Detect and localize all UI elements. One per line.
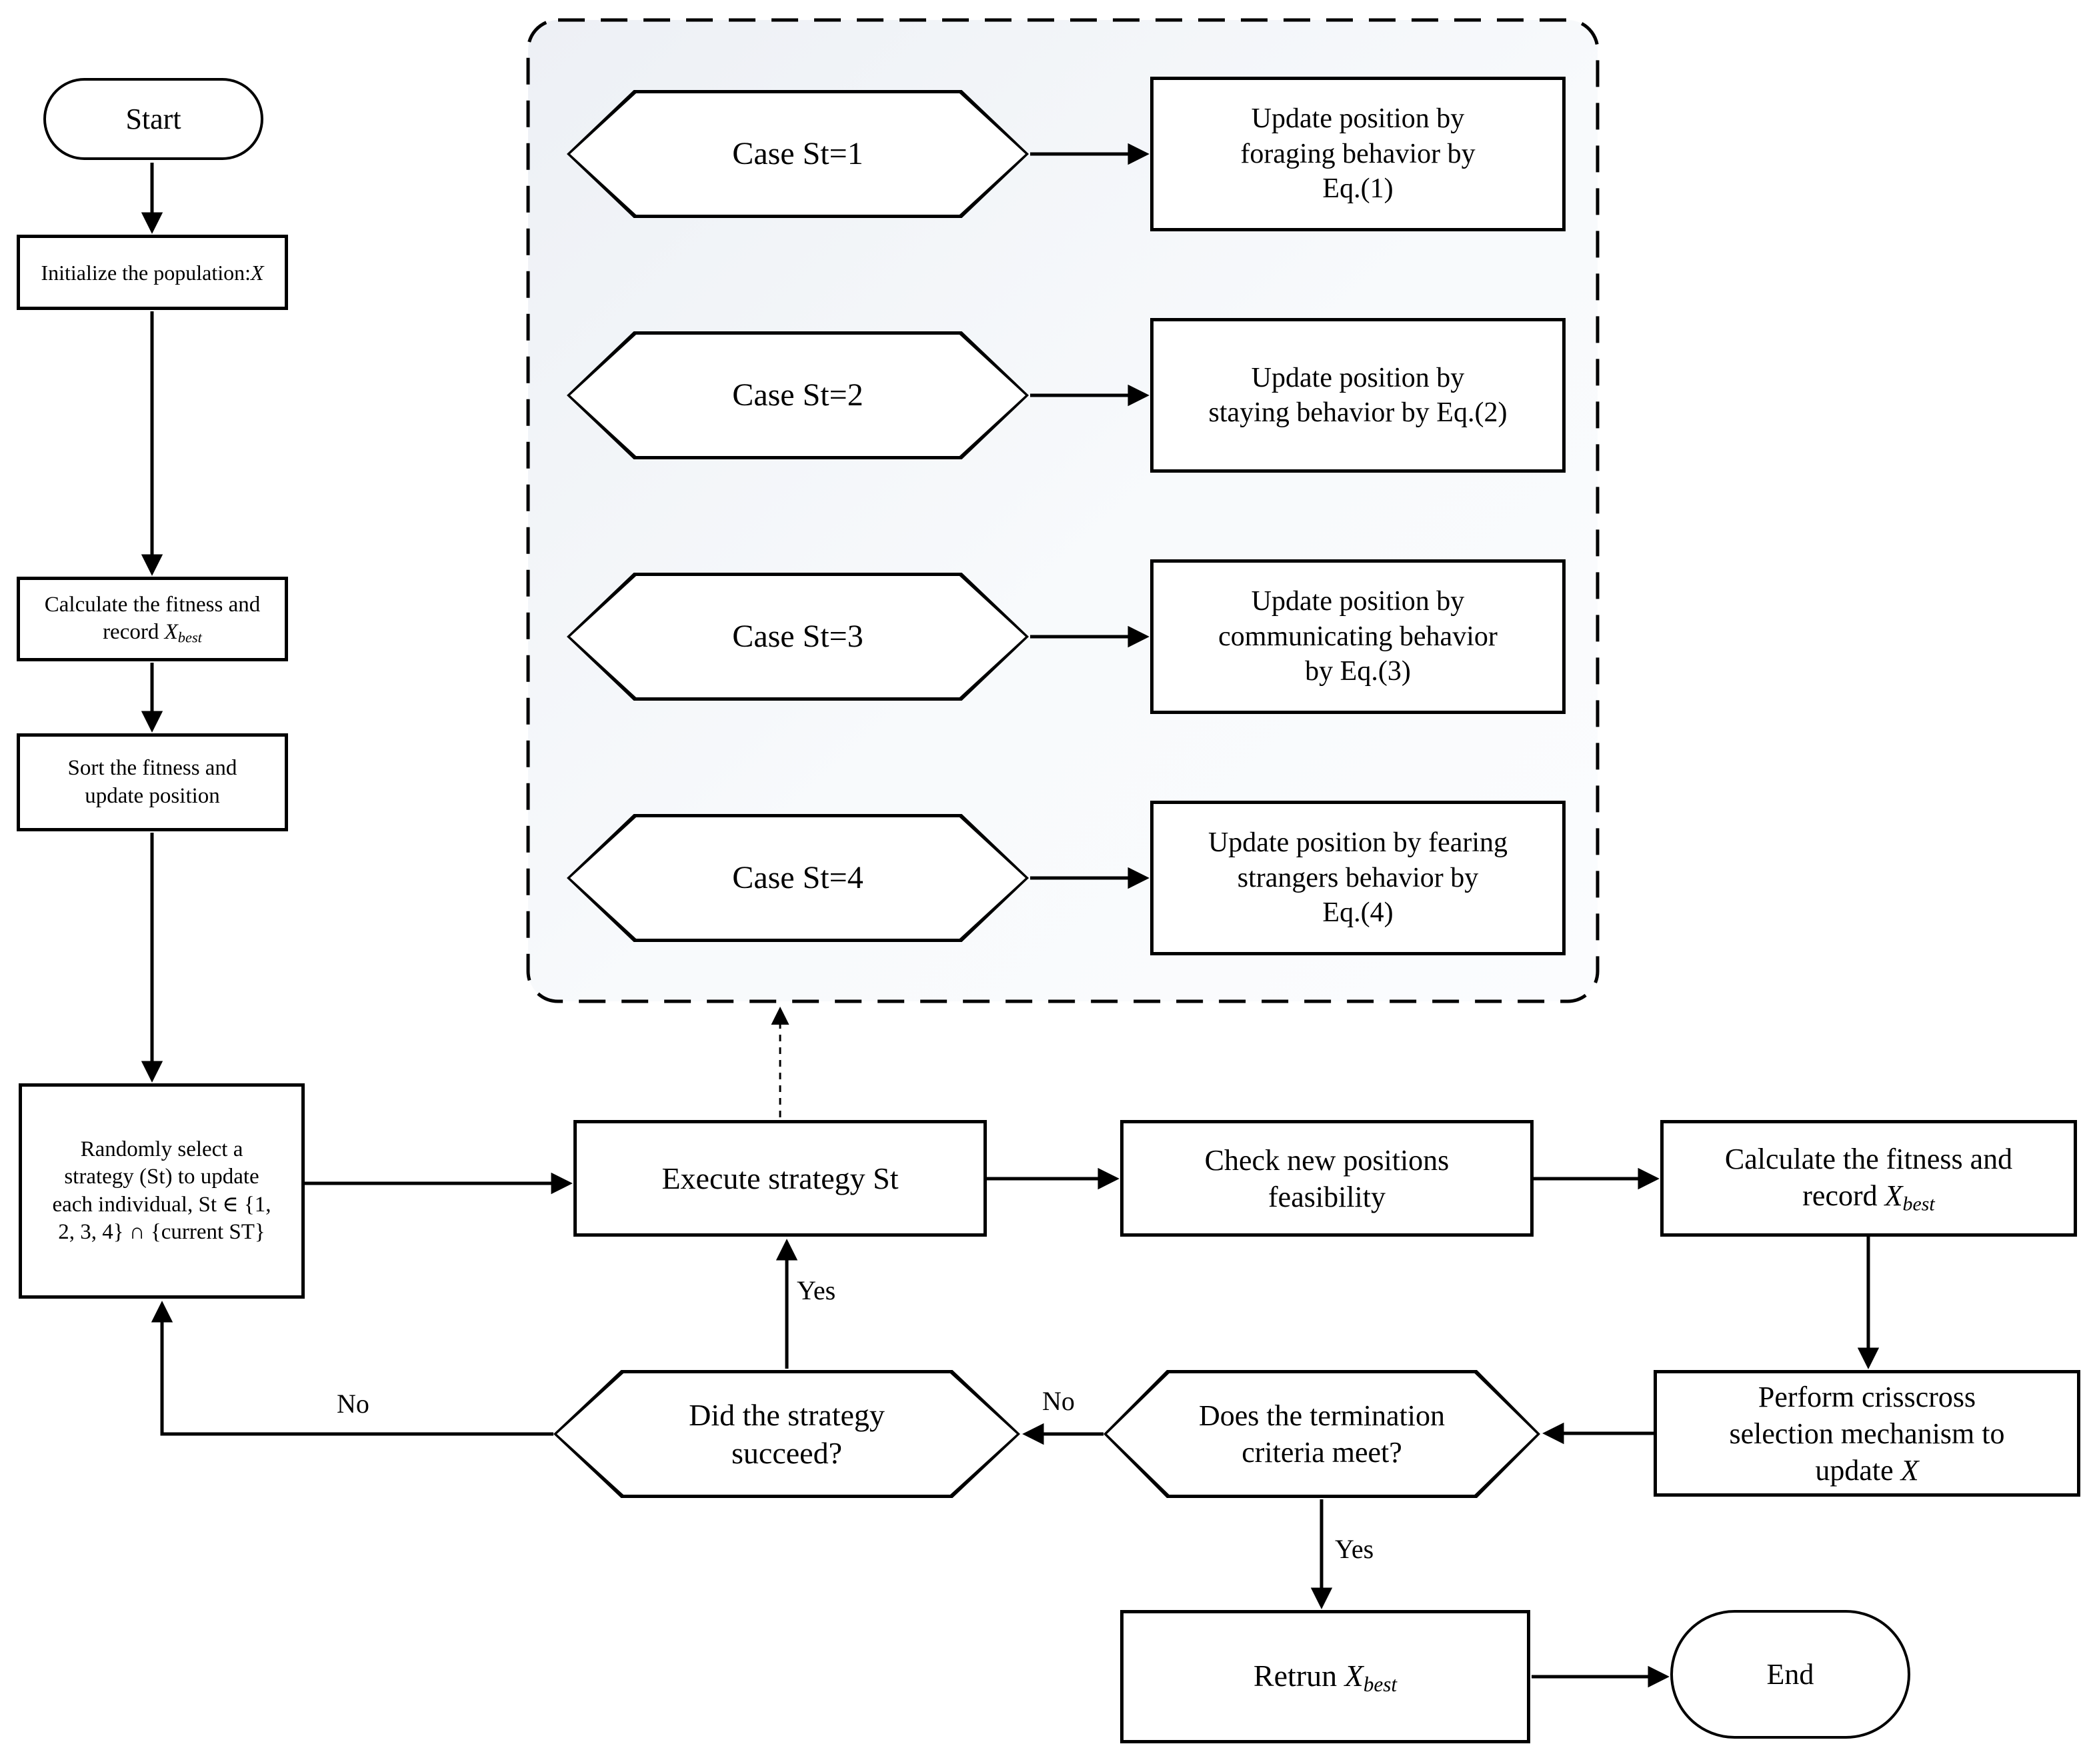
flow-edges bbox=[141, 143, 1880, 1688]
end-label: End bbox=[1766, 1658, 1814, 1691]
init-var-x: X bbox=[251, 260, 264, 285]
start-label: Start bbox=[125, 103, 181, 135]
node-update-foraging: Update position by foraging behavior by … bbox=[1150, 77, 1566, 231]
node-did-strategy-succeed: Did the strategy succeed? bbox=[553, 1370, 1020, 1498]
strategy-cases-container bbox=[526, 18, 1600, 1003]
case4-hexagon-fill bbox=[570, 817, 1025, 939]
edge-label-yes-execute: Yes bbox=[797, 1275, 836, 1305]
node-case-st2: Case St=2 bbox=[567, 331, 1029, 459]
calc2-sub-best: best bbox=[1902, 1193, 1935, 1215]
case2-hexagon-fill bbox=[570, 335, 1025, 456]
case3-hexagon-fill bbox=[570, 576, 1025, 697]
strategy-q-line1: Did the strategy bbox=[689, 1397, 885, 1432]
calc2-line2: record Xbest bbox=[1802, 1177, 1934, 1217]
init-line: Initialize the population:X bbox=[41, 259, 263, 286]
calc2-var-x: X bbox=[1884, 1179, 1903, 1212]
node-randomly-select-strategy: Randomly select a strategy (St) to updat… bbox=[19, 1083, 305, 1299]
node-case-st4: Case St=4 bbox=[567, 814, 1029, 942]
calc-line1: Calculate the fitness and bbox=[44, 592, 261, 617]
action1-line2: foraging behavior by bbox=[1240, 138, 1476, 169]
node-calculate-fitness-2: Calculate the fitness and record Xbest bbox=[1660, 1120, 2077, 1237]
edge-strategy-random-no bbox=[151, 1301, 553, 1436]
action4-line2: strangers behavior by bbox=[1237, 862, 1479, 893]
case2-label: Case St=2 bbox=[732, 377, 863, 413]
node-termination-criteria: Does the termination criteria meet? bbox=[1104, 1370, 1540, 1498]
node-end: End bbox=[1670, 1610, 1910, 1739]
action2-line2: staying behavior by Eq.(2) bbox=[1208, 397, 1508, 428]
termination-q-line1: Does the termination bbox=[1198, 1399, 1445, 1432]
node-case-st1: Case St=1 bbox=[567, 90, 1029, 218]
calc2-line2-pre: record bbox=[1802, 1179, 1885, 1212]
strategy-q-line2: succeed? bbox=[731, 1436, 842, 1470]
retrun-var-x: X bbox=[1344, 1658, 1364, 1693]
calc-line2: record Xbest bbox=[103, 619, 202, 647]
node-check-feasibility: Check new positions feasibility bbox=[1120, 1120, 1534, 1237]
check-line1: Check new positions bbox=[1204, 1143, 1450, 1177]
action3-line2: communicating behavior bbox=[1218, 621, 1498, 652]
crisscross-line2: selection mechanism to bbox=[1729, 1417, 2005, 1450]
action2-line1: Update position by bbox=[1251, 362, 1465, 393]
calc2-line1: Calculate the fitness and bbox=[1724, 1142, 2013, 1175]
calc-sub-best: best bbox=[177, 629, 202, 646]
node-case-st3: Case St=3 bbox=[567, 573, 1029, 701]
node-start: Start bbox=[43, 78, 263, 160]
sort-line2: update position bbox=[85, 783, 220, 808]
node-sort-fitness: Sort the fitness and update position bbox=[17, 733, 288, 831]
retrun-pre: Retrun bbox=[1253, 1658, 1345, 1693]
case4-label: Case St=4 bbox=[732, 860, 863, 895]
edge-label-no-random: No bbox=[337, 1389, 369, 1419]
random-line2: strategy (St) to update bbox=[64, 1165, 259, 1189]
node-execute-strategy: Execute strategy St bbox=[573, 1120, 987, 1237]
node-return-xbest: Retrun Xbest bbox=[1120, 1610, 1530, 1743]
action3-line1: Update position by bbox=[1251, 586, 1465, 617]
crisscross-line1: Perform crisscross bbox=[1758, 1380, 1976, 1413]
strategy-hexagon-fill bbox=[557, 1373, 1017, 1495]
crisscross-line3-pre: update bbox=[1815, 1453, 1901, 1487]
termination-q-line2: criteria meet? bbox=[1242, 1436, 1402, 1469]
case1-label: Case St=1 bbox=[732, 136, 863, 171]
node-initialize-population: Initialize the population:X bbox=[17, 235, 288, 310]
execute-label: Execute strategy St bbox=[661, 1161, 899, 1195]
node-calculate-fitness: Calculate the fitness and record Xbest bbox=[17, 577, 288, 661]
check-line2: feasibility bbox=[1268, 1180, 1386, 1213]
retrun-sub-best: best bbox=[1363, 1672, 1398, 1696]
crisscross-line3: update X bbox=[1815, 1452, 1918, 1489]
crisscross-var-x: X bbox=[1900, 1453, 1919, 1487]
node-crisscross-selection: Perform crisscross selection mechanism t… bbox=[1654, 1370, 2080, 1497]
sort-line1: Sort the fitness and bbox=[67, 756, 237, 781]
action1-line3: Eq.(1) bbox=[1322, 173, 1394, 205]
case3-label: Case St=3 bbox=[732, 619, 863, 654]
node-update-staying: Update position by staying behavior by E… bbox=[1150, 318, 1566, 473]
random-line4: 2, 3, 4} ∩ {current ST} bbox=[58, 1219, 265, 1244]
retrun-line: Retrun Xbest bbox=[1254, 1657, 1397, 1697]
random-line3: each individual, St ∈ {1, bbox=[52, 1192, 271, 1217]
edge-label-yes-retrun: Yes bbox=[1335, 1534, 1374, 1564]
case1-hexagon-fill bbox=[570, 93, 1025, 215]
calc-var-x: X bbox=[164, 619, 178, 644]
node-update-fearing-strangers: Update position by fearing strangers beh… bbox=[1150, 801, 1566, 955]
termination-hexagon-fill bbox=[1107, 1373, 1537, 1495]
init-text: Initialize the population: bbox=[41, 260, 251, 285]
action4-line1: Update position by fearing bbox=[1208, 827, 1508, 859]
edge-label-no-strategy: No bbox=[1042, 1386, 1075, 1416]
random-line1: Randomly select a bbox=[80, 1137, 243, 1161]
action1-line1: Update position by bbox=[1251, 103, 1465, 135]
action3-line3: by Eq.(3) bbox=[1305, 656, 1411, 687]
calc-line2-pre: record bbox=[103, 619, 165, 644]
action4-line3: Eq.(4) bbox=[1322, 897, 1394, 929]
node-update-communicating: Update position by communicating behavio… bbox=[1150, 559, 1566, 714]
